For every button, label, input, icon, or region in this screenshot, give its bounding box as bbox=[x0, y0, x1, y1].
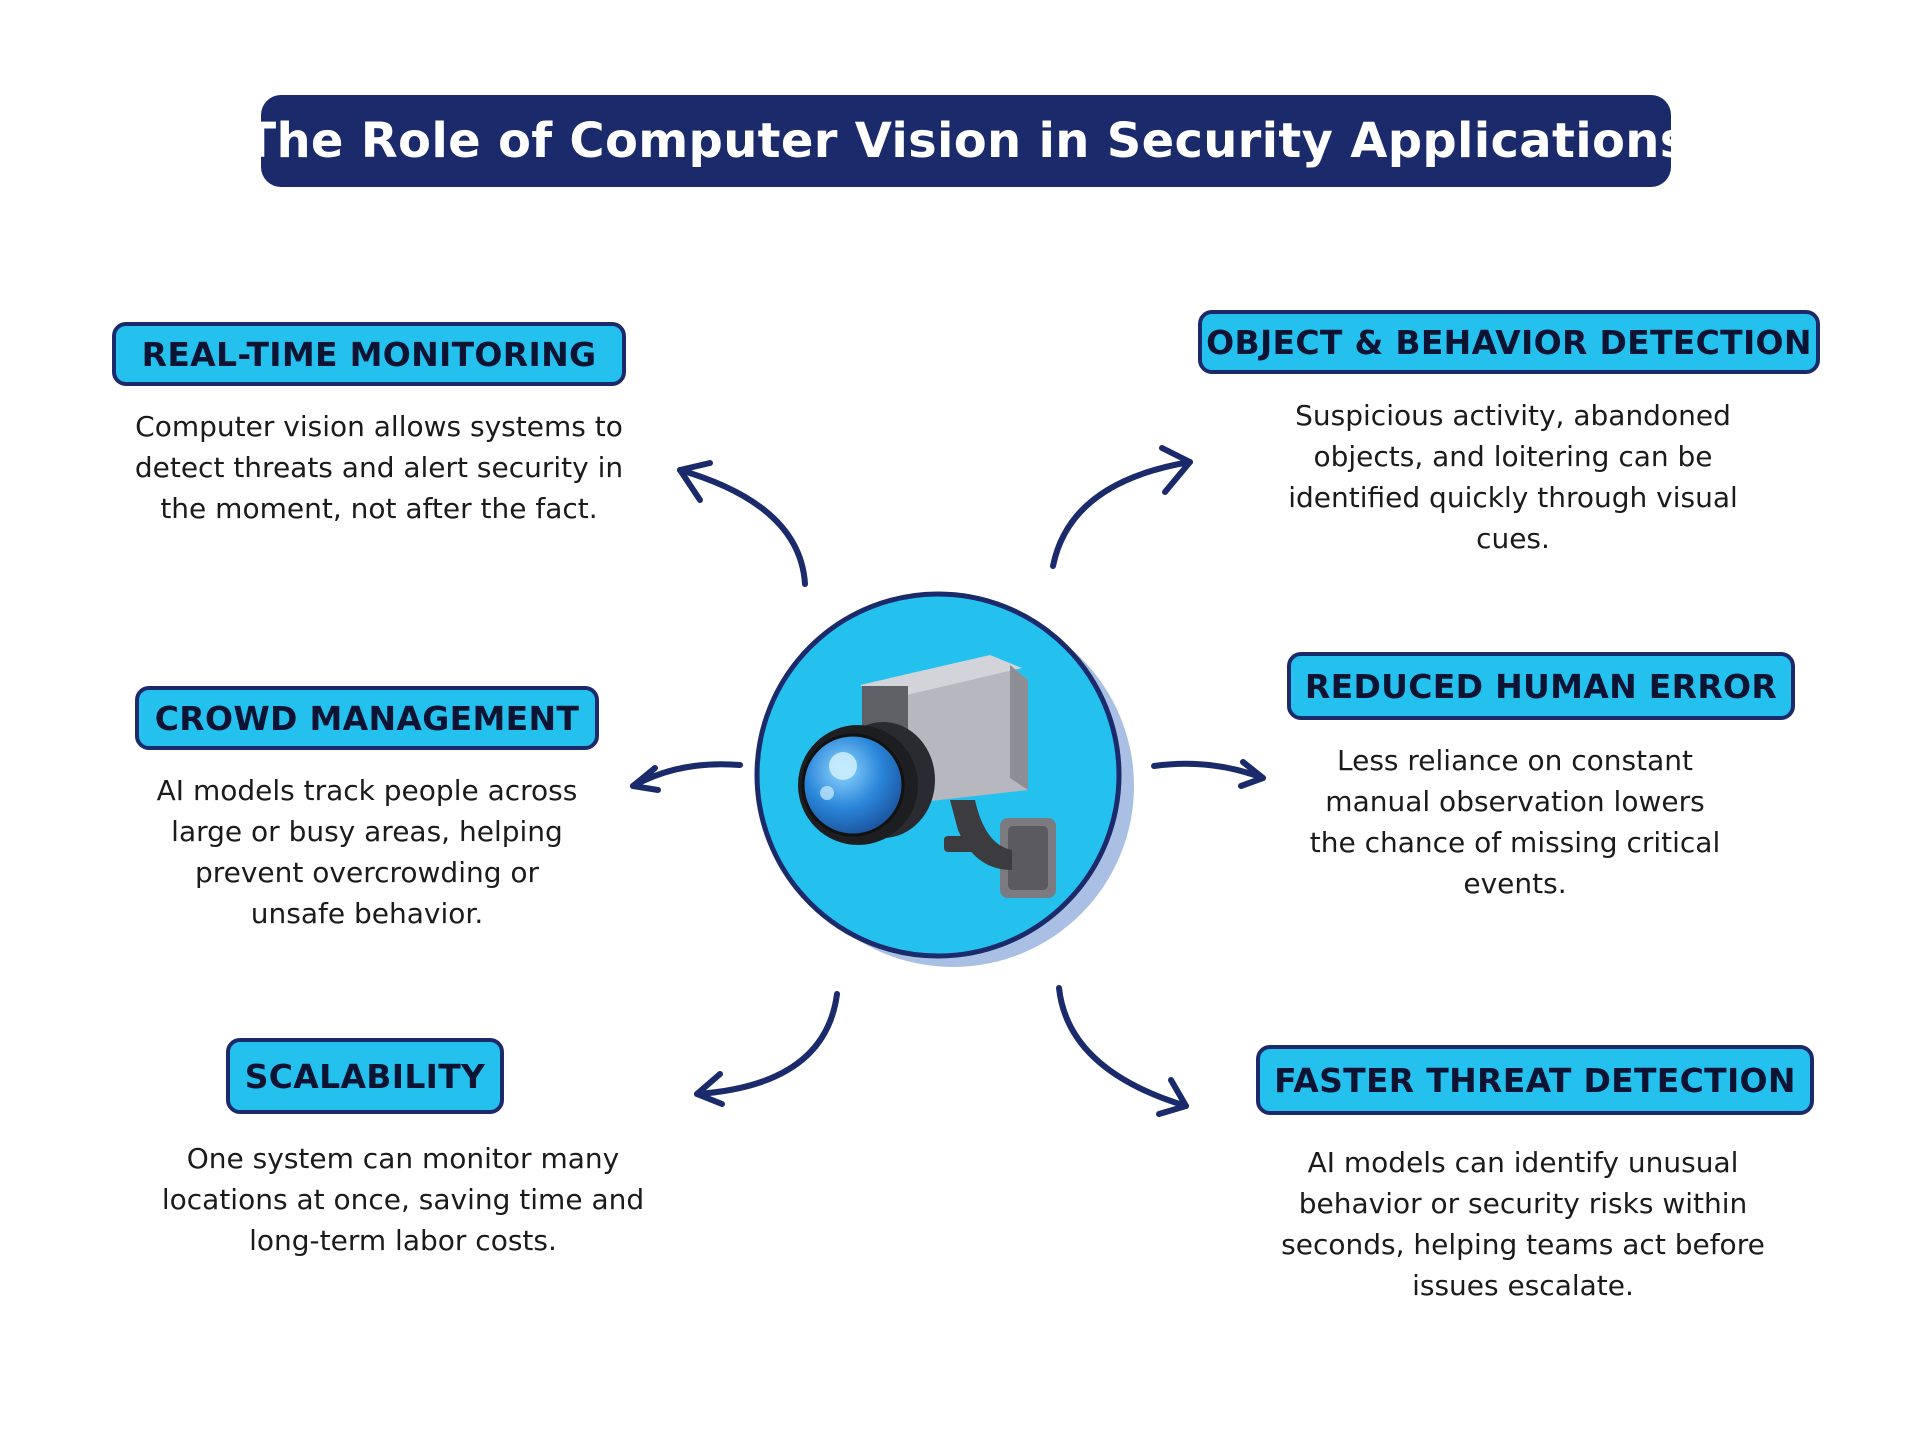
arrow-to-reduced-human-error bbox=[1151, 759, 1266, 789]
card-realtime-monitoring-text: Computer vision allows systems to detect… bbox=[134, 410, 624, 525]
card-object-behavior-detection-text: Suspicious activity, abandoned objects, … bbox=[1288, 399, 1738, 555]
arrow-to-scalability bbox=[694, 991, 840, 1107]
page-title: The Role of Computer Vision in Security … bbox=[243, 113, 1689, 169]
card-faster-threat-detection-label: FASTER THREAT DETECTION bbox=[1256, 1045, 1814, 1115]
card-faster-threat-detection-text: AI models can identify unusual behavior … bbox=[1281, 1146, 1765, 1302]
title-banner: The Role of Computer Vision in Security … bbox=[243, 95, 1688, 187]
arrow-to-crowd-management bbox=[630, 761, 743, 793]
card-scalability-text: One system can monitor many locations at… bbox=[161, 1142, 645, 1257]
security-camera-icon bbox=[798, 655, 1056, 898]
card-scalability-label: SCALABILITY bbox=[226, 1038, 504, 1114]
card-reduced-human-error-label: REDUCED HUMAN ERROR bbox=[1287, 652, 1795, 720]
arrow-to-faster-threat-detection bbox=[1056, 985, 1189, 1117]
card-crowd-management-text: AI models track people across large or b… bbox=[156, 774, 578, 930]
card-reduced-human-error-text: Less reliance on constant manual observa… bbox=[1309, 744, 1721, 900]
card-crowd-management-label: CROWD MANAGEMENT bbox=[135, 686, 599, 750]
card-object-behavior-detection-label: OBJECT & BEHAVIOR DETECTION bbox=[1198, 310, 1820, 374]
arrow-to-realtime-monitoring bbox=[677, 460, 808, 587]
arrow-to-object-behavior-detection bbox=[1050, 445, 1193, 569]
card-realtime-monitoring-label: REAL-TIME MONITORING bbox=[112, 322, 626, 386]
